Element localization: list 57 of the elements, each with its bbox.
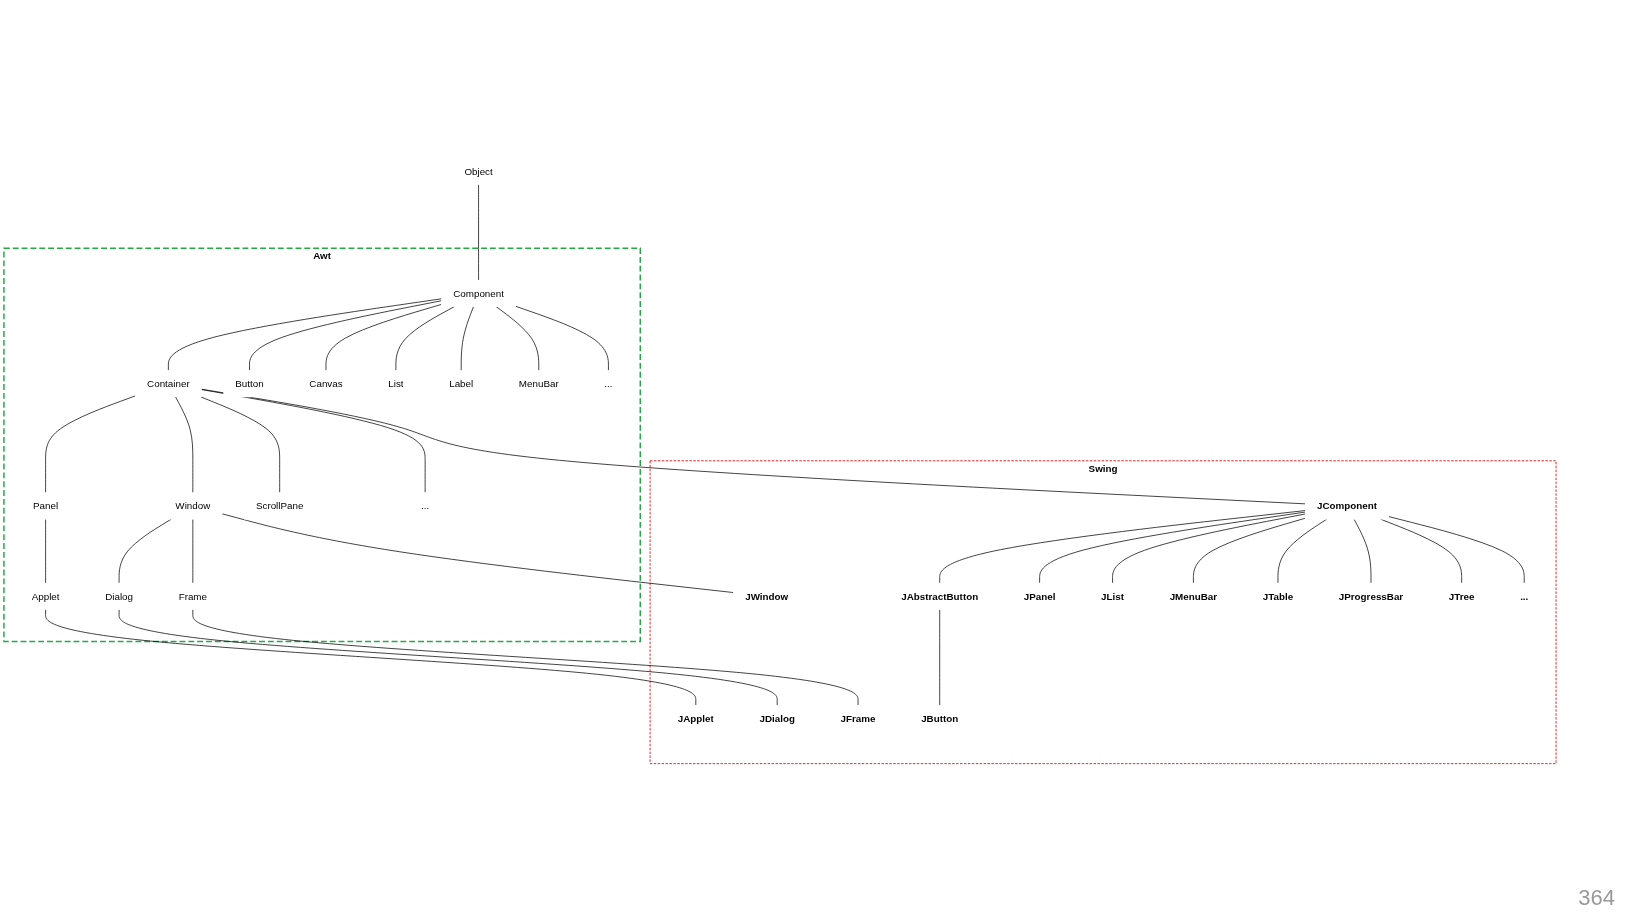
connector <box>478 183 479 281</box>
node-text: JTree <box>1448 590 1475 602</box>
node-text: ... <box>1520 590 1529 602</box>
node-text: JPanel <box>1023 590 1056 602</box>
node-text: JDialog <box>759 712 795 724</box>
connector <box>168 298 442 371</box>
node-text: Container <box>147 378 190 389</box>
connector <box>395 306 455 371</box>
node-text: Label <box>449 378 474 389</box>
connector <box>460 306 474 371</box>
connector <box>1039 511 1306 584</box>
connector <box>939 509 1306 584</box>
node-text: JTable <box>1262 590 1294 602</box>
connector <box>1112 513 1306 584</box>
node-text: JWindow <box>745 590 789 602</box>
node-text: Dialog <box>105 590 133 602</box>
node-text: Panel <box>33 500 59 512</box>
node-text: Component <box>453 287 504 299</box>
connector <box>45 608 697 706</box>
connector <box>1388 515 1525 584</box>
node-text: JProgressBar <box>1338 590 1404 602</box>
node-text: Window <box>175 500 211 512</box>
node-text: List <box>388 378 404 389</box>
connector <box>201 388 426 493</box>
connector <box>200 396 281 493</box>
connector <box>515 305 609 371</box>
node-text: JFrame <box>840 712 876 724</box>
node-text: ... <box>604 378 613 389</box>
node-text: Frame <box>178 590 208 602</box>
node-text: JAbstractButton <box>901 590 979 602</box>
connector <box>201 388 1306 504</box>
node-text: Object <box>464 165 493 177</box>
node-text: JComponent <box>1316 500 1377 512</box>
node-text: JList <box>1101 590 1125 602</box>
connector <box>45 518 46 584</box>
connector <box>1380 518 1463 584</box>
connector <box>45 395 136 493</box>
connector <box>192 608 859 706</box>
node-text: JApplet <box>677 712 714 724</box>
connector <box>221 513 734 593</box>
node-text: ScrollPane <box>255 500 304 512</box>
connector <box>495 306 540 371</box>
connector <box>1353 518 1372 584</box>
connector <box>249 300 442 371</box>
connector <box>1277 518 1328 584</box>
connector <box>1193 517 1306 584</box>
connector <box>118 608 778 706</box>
node-text: Applet <box>31 590 60 602</box>
node-text: Canvas <box>309 378 343 389</box>
connector <box>175 396 194 493</box>
connector <box>118 518 172 584</box>
node-text: JMenuBar <box>1169 590 1218 602</box>
node-text: JButton <box>921 712 959 724</box>
connector <box>325 303 442 371</box>
node-text: MenuBar <box>518 378 559 389</box>
node-text: ... <box>421 500 430 512</box>
page-number: 364 <box>1578 885 1615 911</box>
